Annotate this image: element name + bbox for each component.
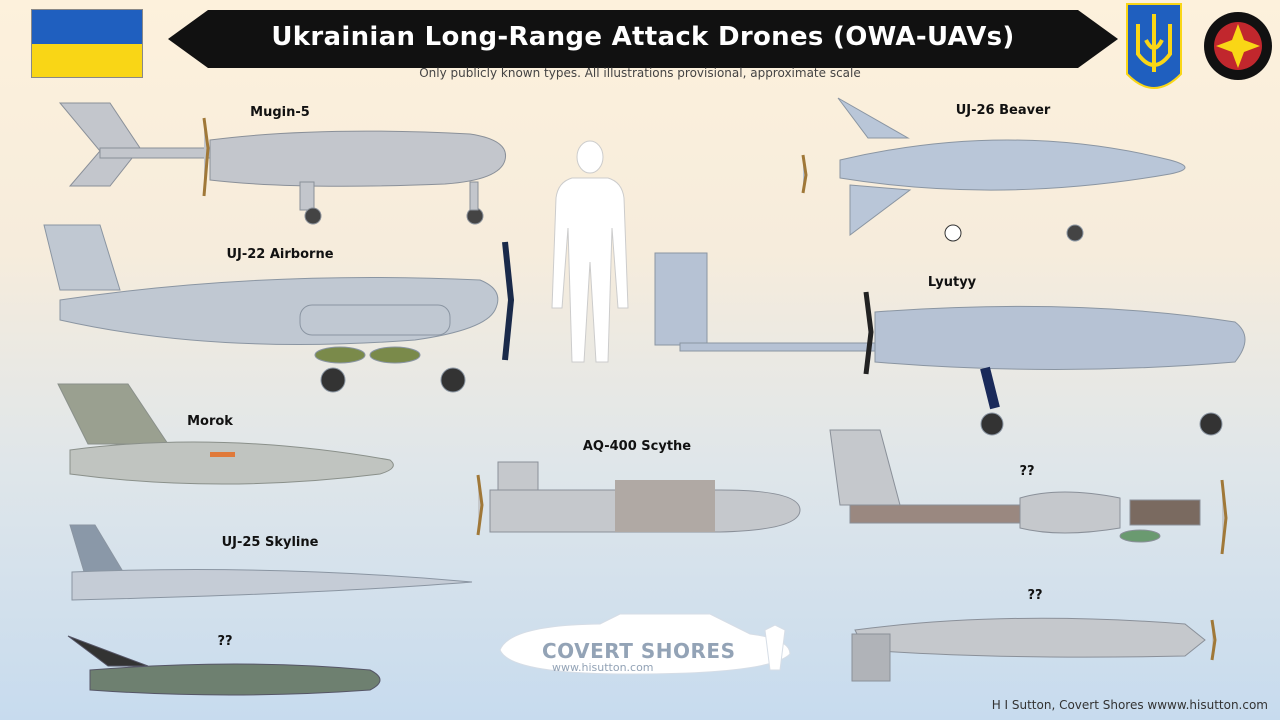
drone-label: AQ-400 Scythe bbox=[582, 439, 692, 454]
drone-unknown-2 bbox=[829, 429, 1228, 555]
drone-label: Lyutyy bbox=[927, 275, 977, 290]
drone-label: ?? bbox=[217, 634, 233, 649]
credit-line: H I Sutton, Covert Shores wwww.hisutton.… bbox=[991, 698, 1268, 712]
drone-label: Morok bbox=[187, 414, 233, 429]
drone-uj-26-beaver bbox=[801, 97, 1186, 242]
watermark-url: www.hisutton.com bbox=[552, 661, 654, 674]
drone-morok bbox=[57, 383, 394, 485]
drone-mugin-5 bbox=[58, 102, 507, 225]
drone-label: UJ-25 Skyline bbox=[221, 535, 319, 550]
drone-label: UJ-26 Beaver bbox=[955, 103, 1051, 118]
drone-unknown-3 bbox=[851, 617, 1217, 682]
covert-shores-logo bbox=[499, 613, 791, 675]
armed-forces-emblem-icon bbox=[1204, 12, 1272, 80]
subtitle: Only publicly known types. All illustrat… bbox=[419, 66, 861, 80]
drone-uj-22-airborne bbox=[43, 224, 515, 393]
page-title: Ukrainian Long-Range Attack Drones (OWA-… bbox=[271, 22, 1015, 52]
drone-label: UJ-22 Airborne bbox=[226, 247, 334, 262]
drone-unknown-1 bbox=[67, 635, 381, 696]
watermark-brand: COVERT SHORES bbox=[542, 639, 736, 663]
drone-lyutyy bbox=[654, 252, 1246, 436]
drone-label: Mugin-5 bbox=[250, 105, 310, 120]
drone-uj-25-skyline bbox=[69, 524, 473, 601]
ukraine-flag bbox=[31, 9, 143, 78]
title-banner bbox=[168, 10, 1118, 68]
drone-label: ?? bbox=[1027, 588, 1043, 603]
drone-aq-400-scythe bbox=[476, 461, 801, 536]
human-scale-silhouette bbox=[551, 140, 629, 363]
drone-label: ?? bbox=[1019, 464, 1035, 479]
trident-coat-of-arms-icon bbox=[1126, 3, 1182, 89]
